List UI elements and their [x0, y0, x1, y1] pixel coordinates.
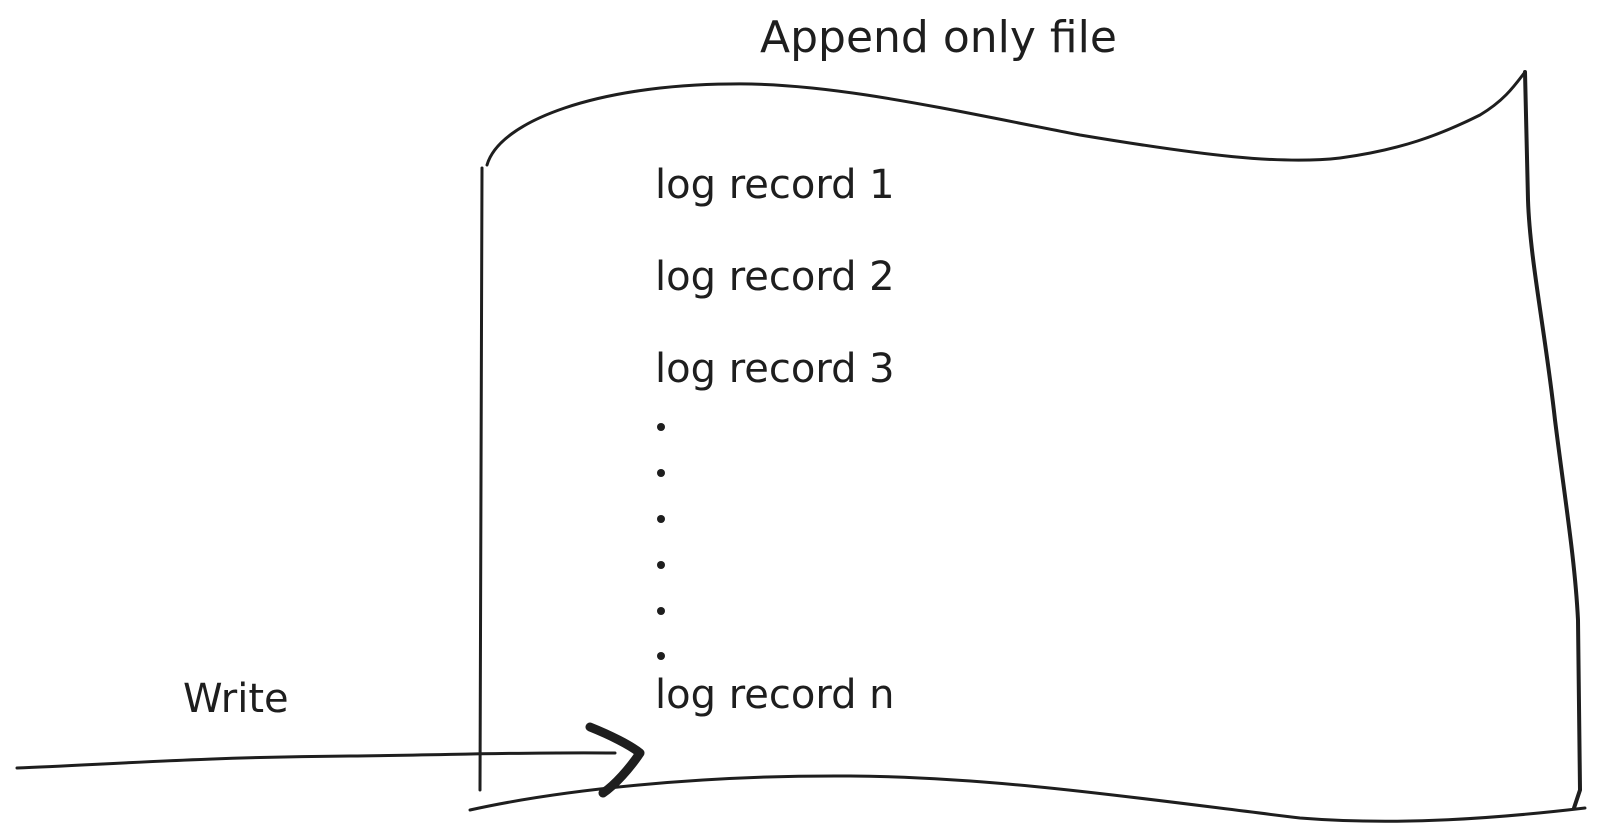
- file-shape: [468, 70, 1587, 823]
- write-arrow: [15, 722, 645, 798]
- record-3: log record 3: [655, 346, 895, 392]
- write-label: Write: [183, 676, 289, 722]
- record-1: log record 1: [655, 162, 895, 208]
- record-n: log record n: [655, 672, 895, 718]
- ellipsis-dots: [657, 423, 665, 660]
- diagram-title: Append only file: [760, 12, 1117, 63]
- record-2: log record 2: [655, 254, 895, 300]
